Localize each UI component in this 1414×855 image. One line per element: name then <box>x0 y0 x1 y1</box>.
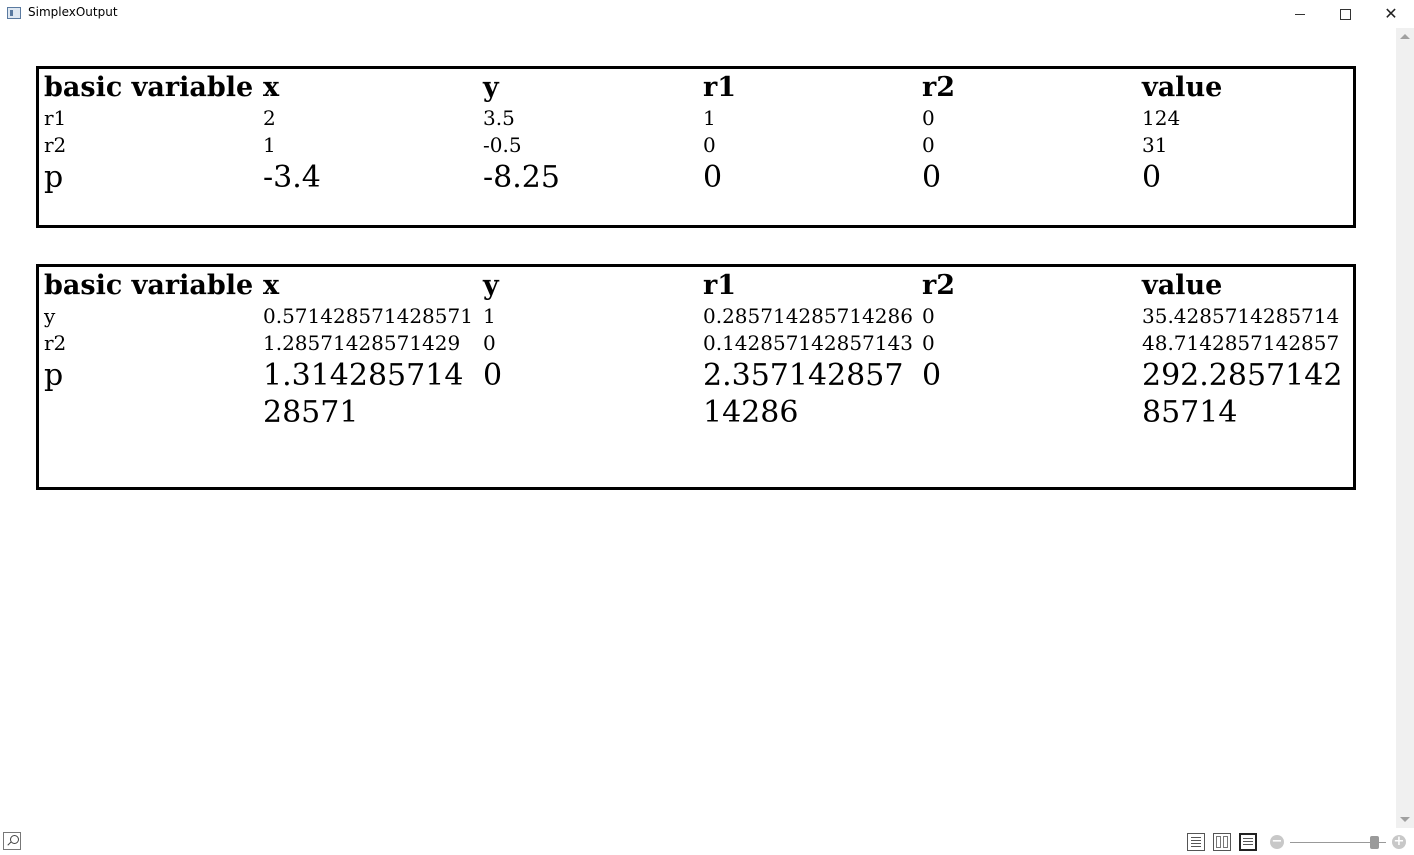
table-cell: 0 <box>922 106 935 130</box>
table-cell: 0 <box>483 331 496 355</box>
table-cell: r2 <box>44 331 67 355</box>
table-cell: 292.285714285714 <box>1142 358 1343 430</box>
table-row: r2 1.28571428571429 0 0.142857142857143 … <box>39 330 1353 357</box>
table-cell: 1 <box>263 133 276 157</box>
table-cell: -8.25 <box>483 160 560 195</box>
zoom-out-button[interactable]: − <box>1270 834 1284 849</box>
objective-row: p -3.4 -8.25 0 0 0 <box>39 159 1353 196</box>
window-title: SimplexOutput <box>28 5 118 19</box>
table-row: r1 2 3.5 1 0 124 <box>39 105 1353 132</box>
page-line-icon <box>1191 846 1201 847</box>
table-cell: 0.285714285714286 <box>703 304 913 328</box>
title-bar: SimplexOutput ✕ <box>0 0 1414 28</box>
scroll-down-icon[interactable] <box>1400 817 1410 822</box>
header-cell-value: value <box>1142 270 1223 301</box>
header-cell-x: x <box>263 72 280 103</box>
maximize-icon <box>1339 8 1351 20</box>
page-column-icon <box>1223 836 1228 848</box>
table-cell: 0 <box>922 358 942 393</box>
header-cell-y: y <box>483 72 499 103</box>
table-cell: -0.5 <box>483 133 522 157</box>
scroll-up-icon[interactable] <box>1400 34 1410 39</box>
table-cell: -3.4 <box>263 160 321 195</box>
table-cell: 0 <box>703 160 723 195</box>
header-cell-x: x <box>263 270 280 301</box>
table-cell: 0 <box>922 160 942 195</box>
table-row: r2 1 -0.5 0 0 31 <box>39 132 1353 159</box>
find-icon[interactable] <box>3 832 21 850</box>
document-view[interactable]: basic variable x y r1 r2 value r1 2 3.5 … <box>0 28 1396 828</box>
table-cell: 0 <box>703 133 716 157</box>
close-icon: ✕ <box>1384 4 1398 23</box>
header-cell-r2: r2 <box>922 72 956 103</box>
tableau-initial: basic variable x y r1 r2 value r1 2 3.5 … <box>36 66 1356 228</box>
table-cell: 35.4285714285714 <box>1142 304 1340 328</box>
header-cell-value: value <box>1142 72 1223 103</box>
vertical-scrollbar[interactable] <box>1396 28 1414 828</box>
header-cell-r1: r1 <box>703 72 737 103</box>
header-cell-r1: r1 <box>703 270 737 301</box>
header-cell-r2: r2 <box>922 270 956 301</box>
minimize-icon <box>1295 13 1305 15</box>
status-bar: − + <box>0 828 1414 855</box>
maximize-button[interactable] <box>1322 0 1368 28</box>
page-line-icon <box>1243 841 1253 842</box>
zoom-in-button[interactable]: + <box>1392 834 1406 849</box>
table-cell: r1 <box>44 106 67 130</box>
close-button[interactable]: ✕ <box>1368 0 1414 28</box>
table-cell: 1.28571428571429 <box>263 331 461 355</box>
objective-row: p 1.31428571428571 0 2.35714285714286 0 … <box>39 357 1353 431</box>
page-line-icon <box>1191 837 1201 838</box>
app-icon <box>7 7 21 19</box>
table-cell: 2 <box>263 106 276 130</box>
table-cell: 0.142857142857143 <box>703 331 913 355</box>
table-cell: 0 <box>1142 160 1162 195</box>
table-cell: 0 <box>483 358 503 393</box>
tableau-iteration-1: basic variable x y r1 r2 value y 0.57142… <box>36 264 1356 490</box>
page-line-icon <box>1243 838 1253 839</box>
table-row: y 0.571428571428571 1 0.285714285714286 … <box>39 303 1353 330</box>
table-cell: y <box>44 304 56 328</box>
table-cell: p <box>44 358 64 393</box>
table-cell: 2.35714285714286 <box>703 358 904 430</box>
header-cell-basic-variable: basic variable <box>44 72 254 103</box>
page-line-icon <box>1191 843 1201 844</box>
scroll-view-button[interactable] <box>1239 833 1257 851</box>
page-line-icon <box>1191 840 1201 841</box>
table-cell: r2 <box>44 133 67 157</box>
zoom-slider-thumb[interactable] <box>1370 836 1380 849</box>
page-line-icon <box>1243 844 1253 845</box>
table-cell: 1 <box>483 304 496 328</box>
minimize-button[interactable] <box>1277 0 1323 28</box>
table-cell: 0 <box>922 304 935 328</box>
table-cell: 0 <box>922 331 935 355</box>
single-page-view-button[interactable] <box>1187 833 1205 851</box>
table-cell: 3.5 <box>483 106 515 130</box>
table-cell: 31 <box>1142 133 1168 157</box>
header-cell-y: y <box>483 270 499 301</box>
header-cell-basic-variable: basic variable <box>44 270 254 301</box>
table-cell: 0 <box>922 133 935 157</box>
table-cell: 124 <box>1142 106 1181 130</box>
table-cell: 48.7142857142857 <box>1142 331 1340 355</box>
two-page-view-button[interactable] <box>1213 833 1231 851</box>
table-cell: p <box>44 160 64 195</box>
tableau-table: basic variable x y r1 r2 value r1 2 3.5 … <box>39 69 1353 196</box>
table-cell: 1 <box>703 106 716 130</box>
table-cell: 0.571428571428571 <box>263 304 473 328</box>
header-row: basic variable x y r1 r2 value <box>39 69 1353 105</box>
tableau-table: basic variable x y r1 r2 value y 0.57142… <box>39 267 1353 431</box>
table-cell: 1.31428571428571 <box>263 358 464 430</box>
header-row: basic variable x y r1 r2 value <box>39 267 1353 303</box>
page-column-icon <box>1216 836 1221 848</box>
zoom-slider-track[interactable] <box>1290 842 1386 843</box>
